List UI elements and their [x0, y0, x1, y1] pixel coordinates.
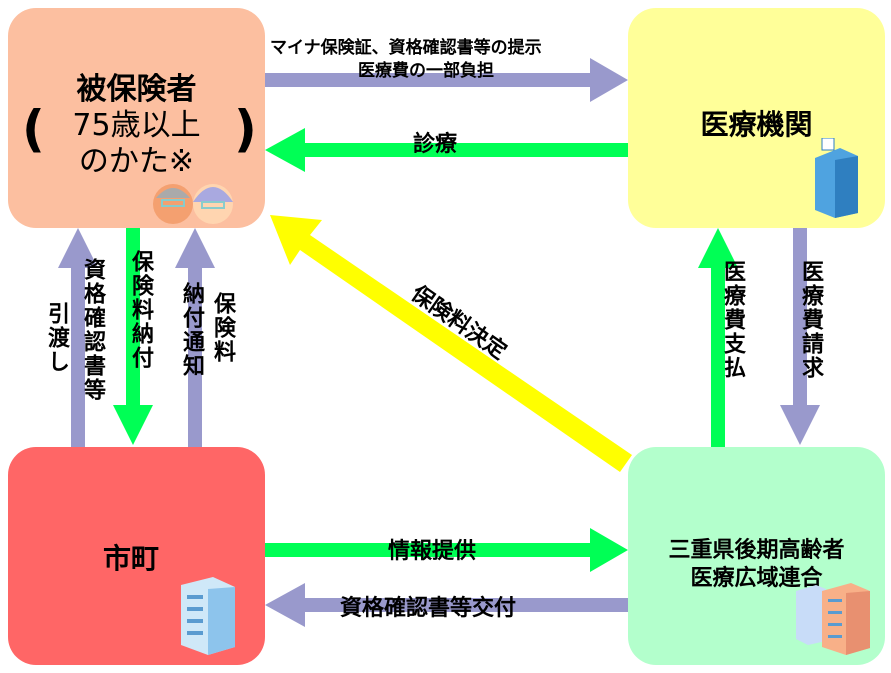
office-buildings-icon [796, 583, 870, 655]
label-medical-payment: 医療費支払 [720, 260, 745, 380]
medical-node: 医療機関 [628, 8, 885, 228]
label-doc-issuance: 資格確認書等交付 [340, 596, 517, 621]
arrow-insured-to-city-payment [113, 228, 153, 445]
label-medical-claim: 医療費請求 [798, 260, 823, 380]
label-qualification-doc: 資格確認書等 [80, 258, 105, 402]
label-premium-payment: 保険料納付 [128, 250, 153, 370]
insured-people: のかた※ [78, 144, 195, 179]
label-treatment: 診療 [413, 132, 458, 157]
arrow-city-to-insured-doc [58, 228, 98, 447]
elderly-couple-icon [153, 184, 233, 224]
arrow-medical-to-insured [265, 128, 628, 172]
label-premium: 保険料 [210, 292, 235, 364]
arrow-medical-to-union-claim [780, 228, 820, 445]
insured-node: 被保険者 75歳以上 のかた※ ( ) [8, 8, 265, 228]
union-title-line2: 医療広域連合 [690, 566, 823, 591]
arrow-city-to-insured-notice [175, 228, 215, 447]
insured-age: 75歳以上 [72, 108, 201, 143]
label-info-provision: 情報提供 [388, 539, 477, 564]
arrow-city-to-union-info [265, 528, 628, 572]
label-copay: 医療費の一部負担 [358, 61, 494, 81]
label-payment-notice: 納付通知 [179, 282, 204, 378]
city-node: 市町 [8, 447, 265, 665]
paren-close: ) [234, 100, 257, 158]
arrow-union-to-insured [270, 215, 632, 472]
hospital-building-icon [815, 138, 858, 218]
paren-open: ( [22, 100, 45, 158]
label-hand-over: 引渡し [44, 302, 69, 374]
label-present-card: マイナ保険証、資格確認書等の提示 [270, 38, 542, 58]
arrow-union-to-medical-payment [698, 228, 738, 447]
arrow-insured-to-medical [265, 58, 628, 102]
medical-title: 医療機関 [700, 108, 813, 141]
city-title: 市町 [103, 542, 160, 575]
union-node: 三重県後期高齢者 医療広域連合 [628, 447, 885, 665]
insured-title: 被保険者 [76, 72, 197, 107]
arrow-union-to-city-doc [265, 583, 628, 627]
office-building-icon [181, 577, 235, 655]
union-title-line1: 三重県後期高齢者 [668, 538, 845, 563]
